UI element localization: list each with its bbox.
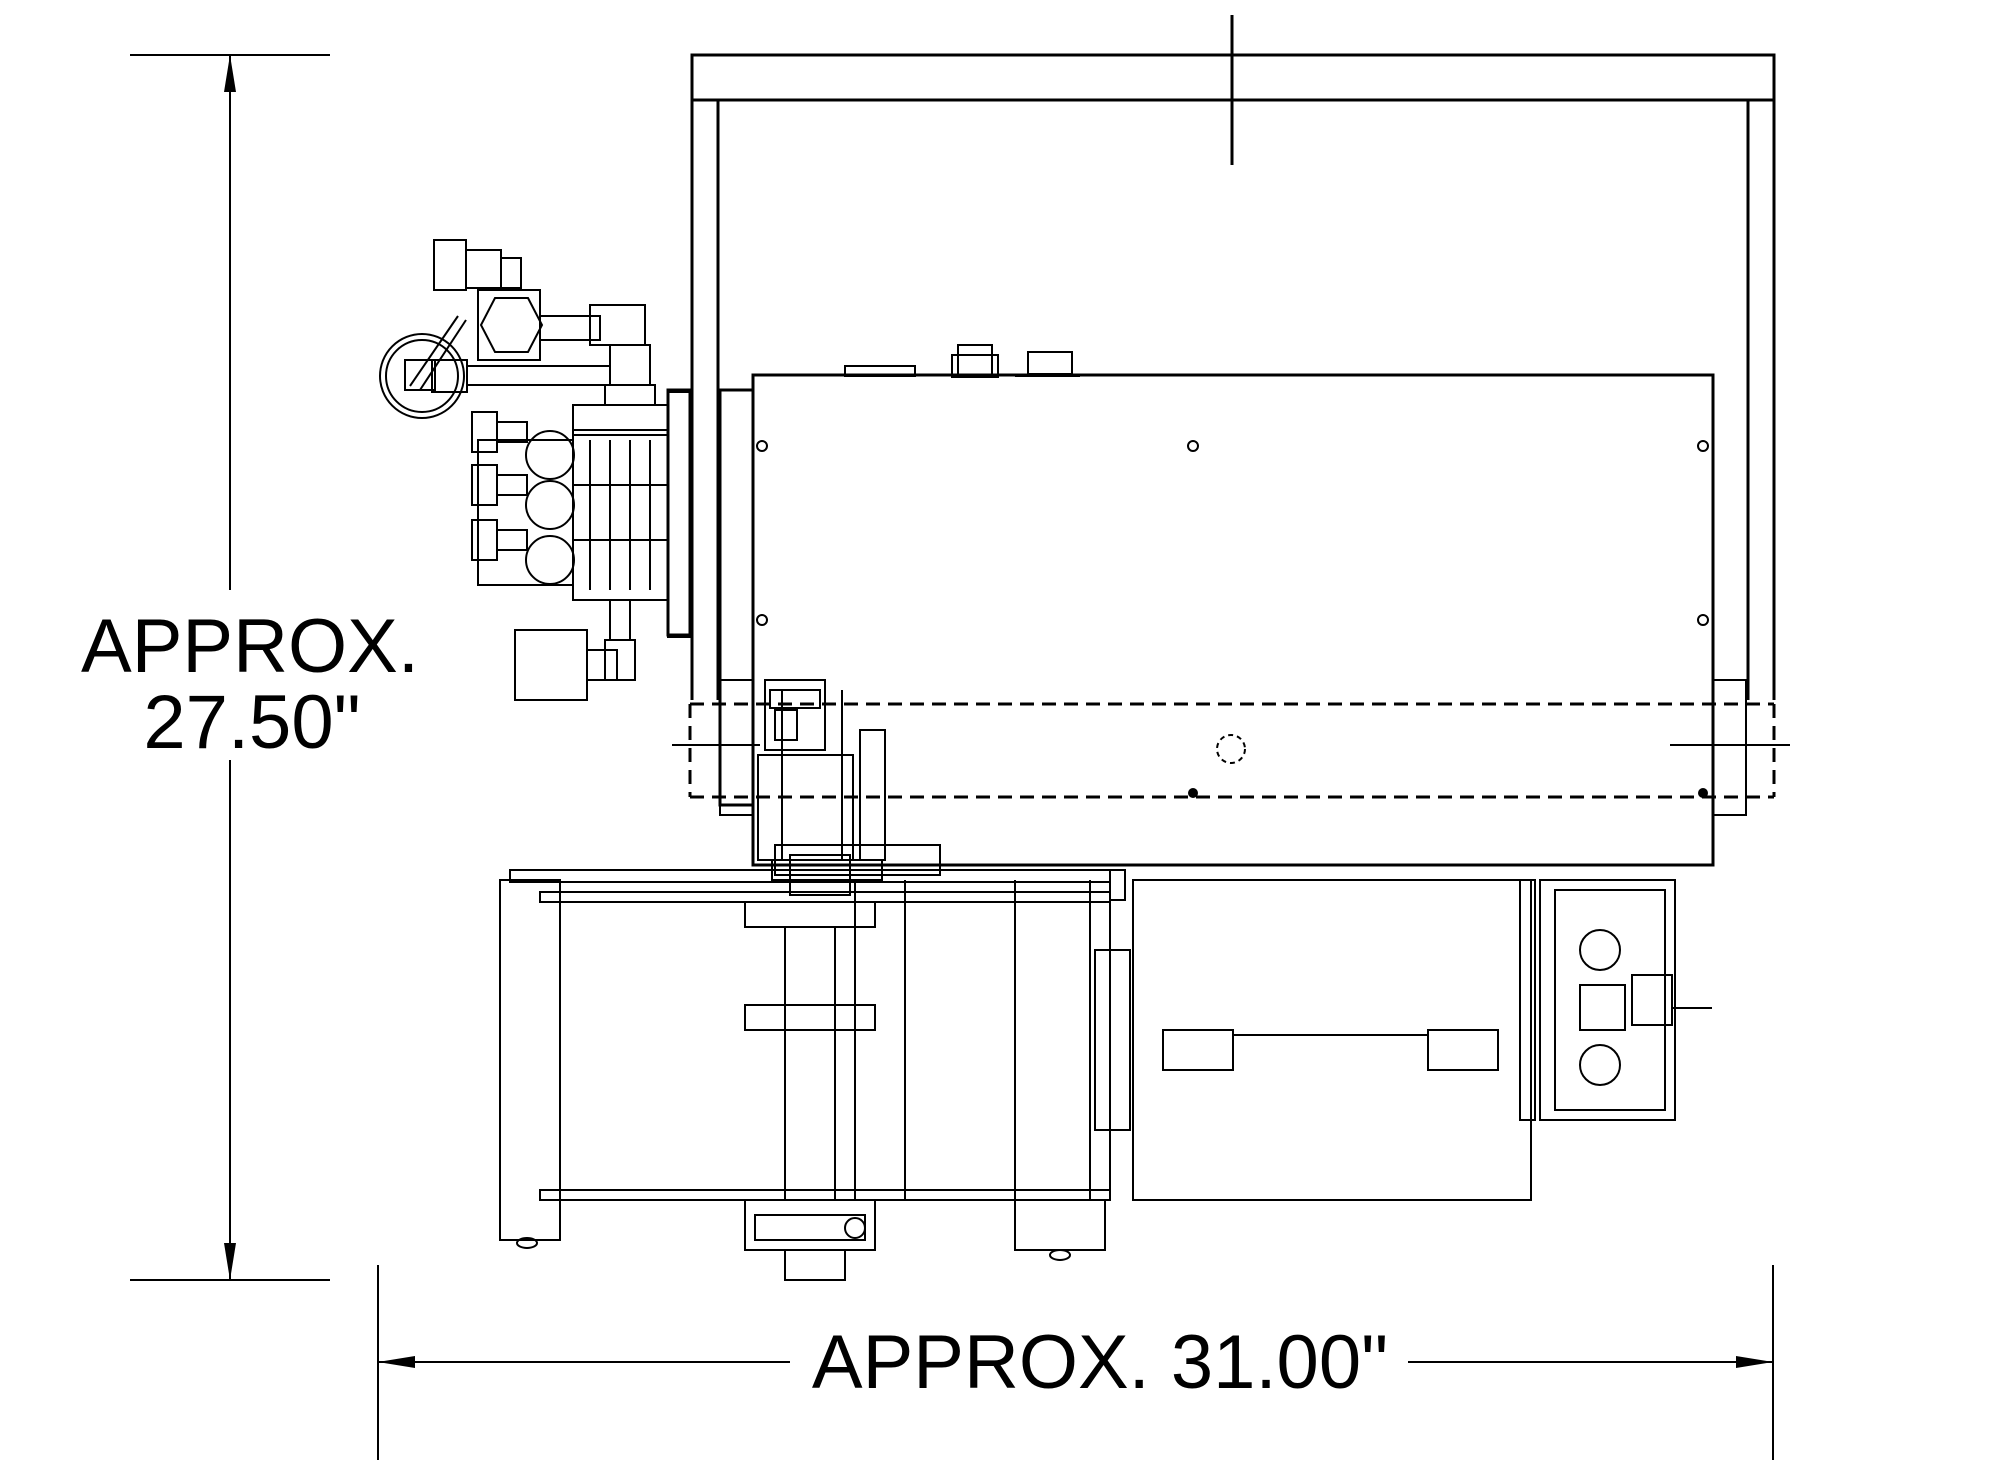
top-frame <box>690 15 1776 700</box>
height-label-line1: APPROX. <box>81 604 419 689</box>
height-label-line2: 27.50" <box>143 680 360 765</box>
left-pump-assembly <box>379 239 691 701</box>
height-arrow-top <box>224 55 236 92</box>
width-label: APPROX. 31.00" <box>812 1320 1388 1405</box>
width-arrow-right <box>1736 1356 1773 1368</box>
main-body-outline <box>751 373 1715 867</box>
center-motor-column <box>757 679 941 881</box>
height-dimension: APPROX. 27.50" <box>81 54 419 1281</box>
main-body <box>666 344 1790 867</box>
height-arrow-bottom <box>224 1243 236 1280</box>
width-dimension: APPROX. 31.00" <box>377 1265 1774 1460</box>
lower-left-unit <box>499 854 1131 1281</box>
width-arrow-left <box>378 1356 415 1368</box>
lower-right-unit <box>1132 879 1712 1201</box>
